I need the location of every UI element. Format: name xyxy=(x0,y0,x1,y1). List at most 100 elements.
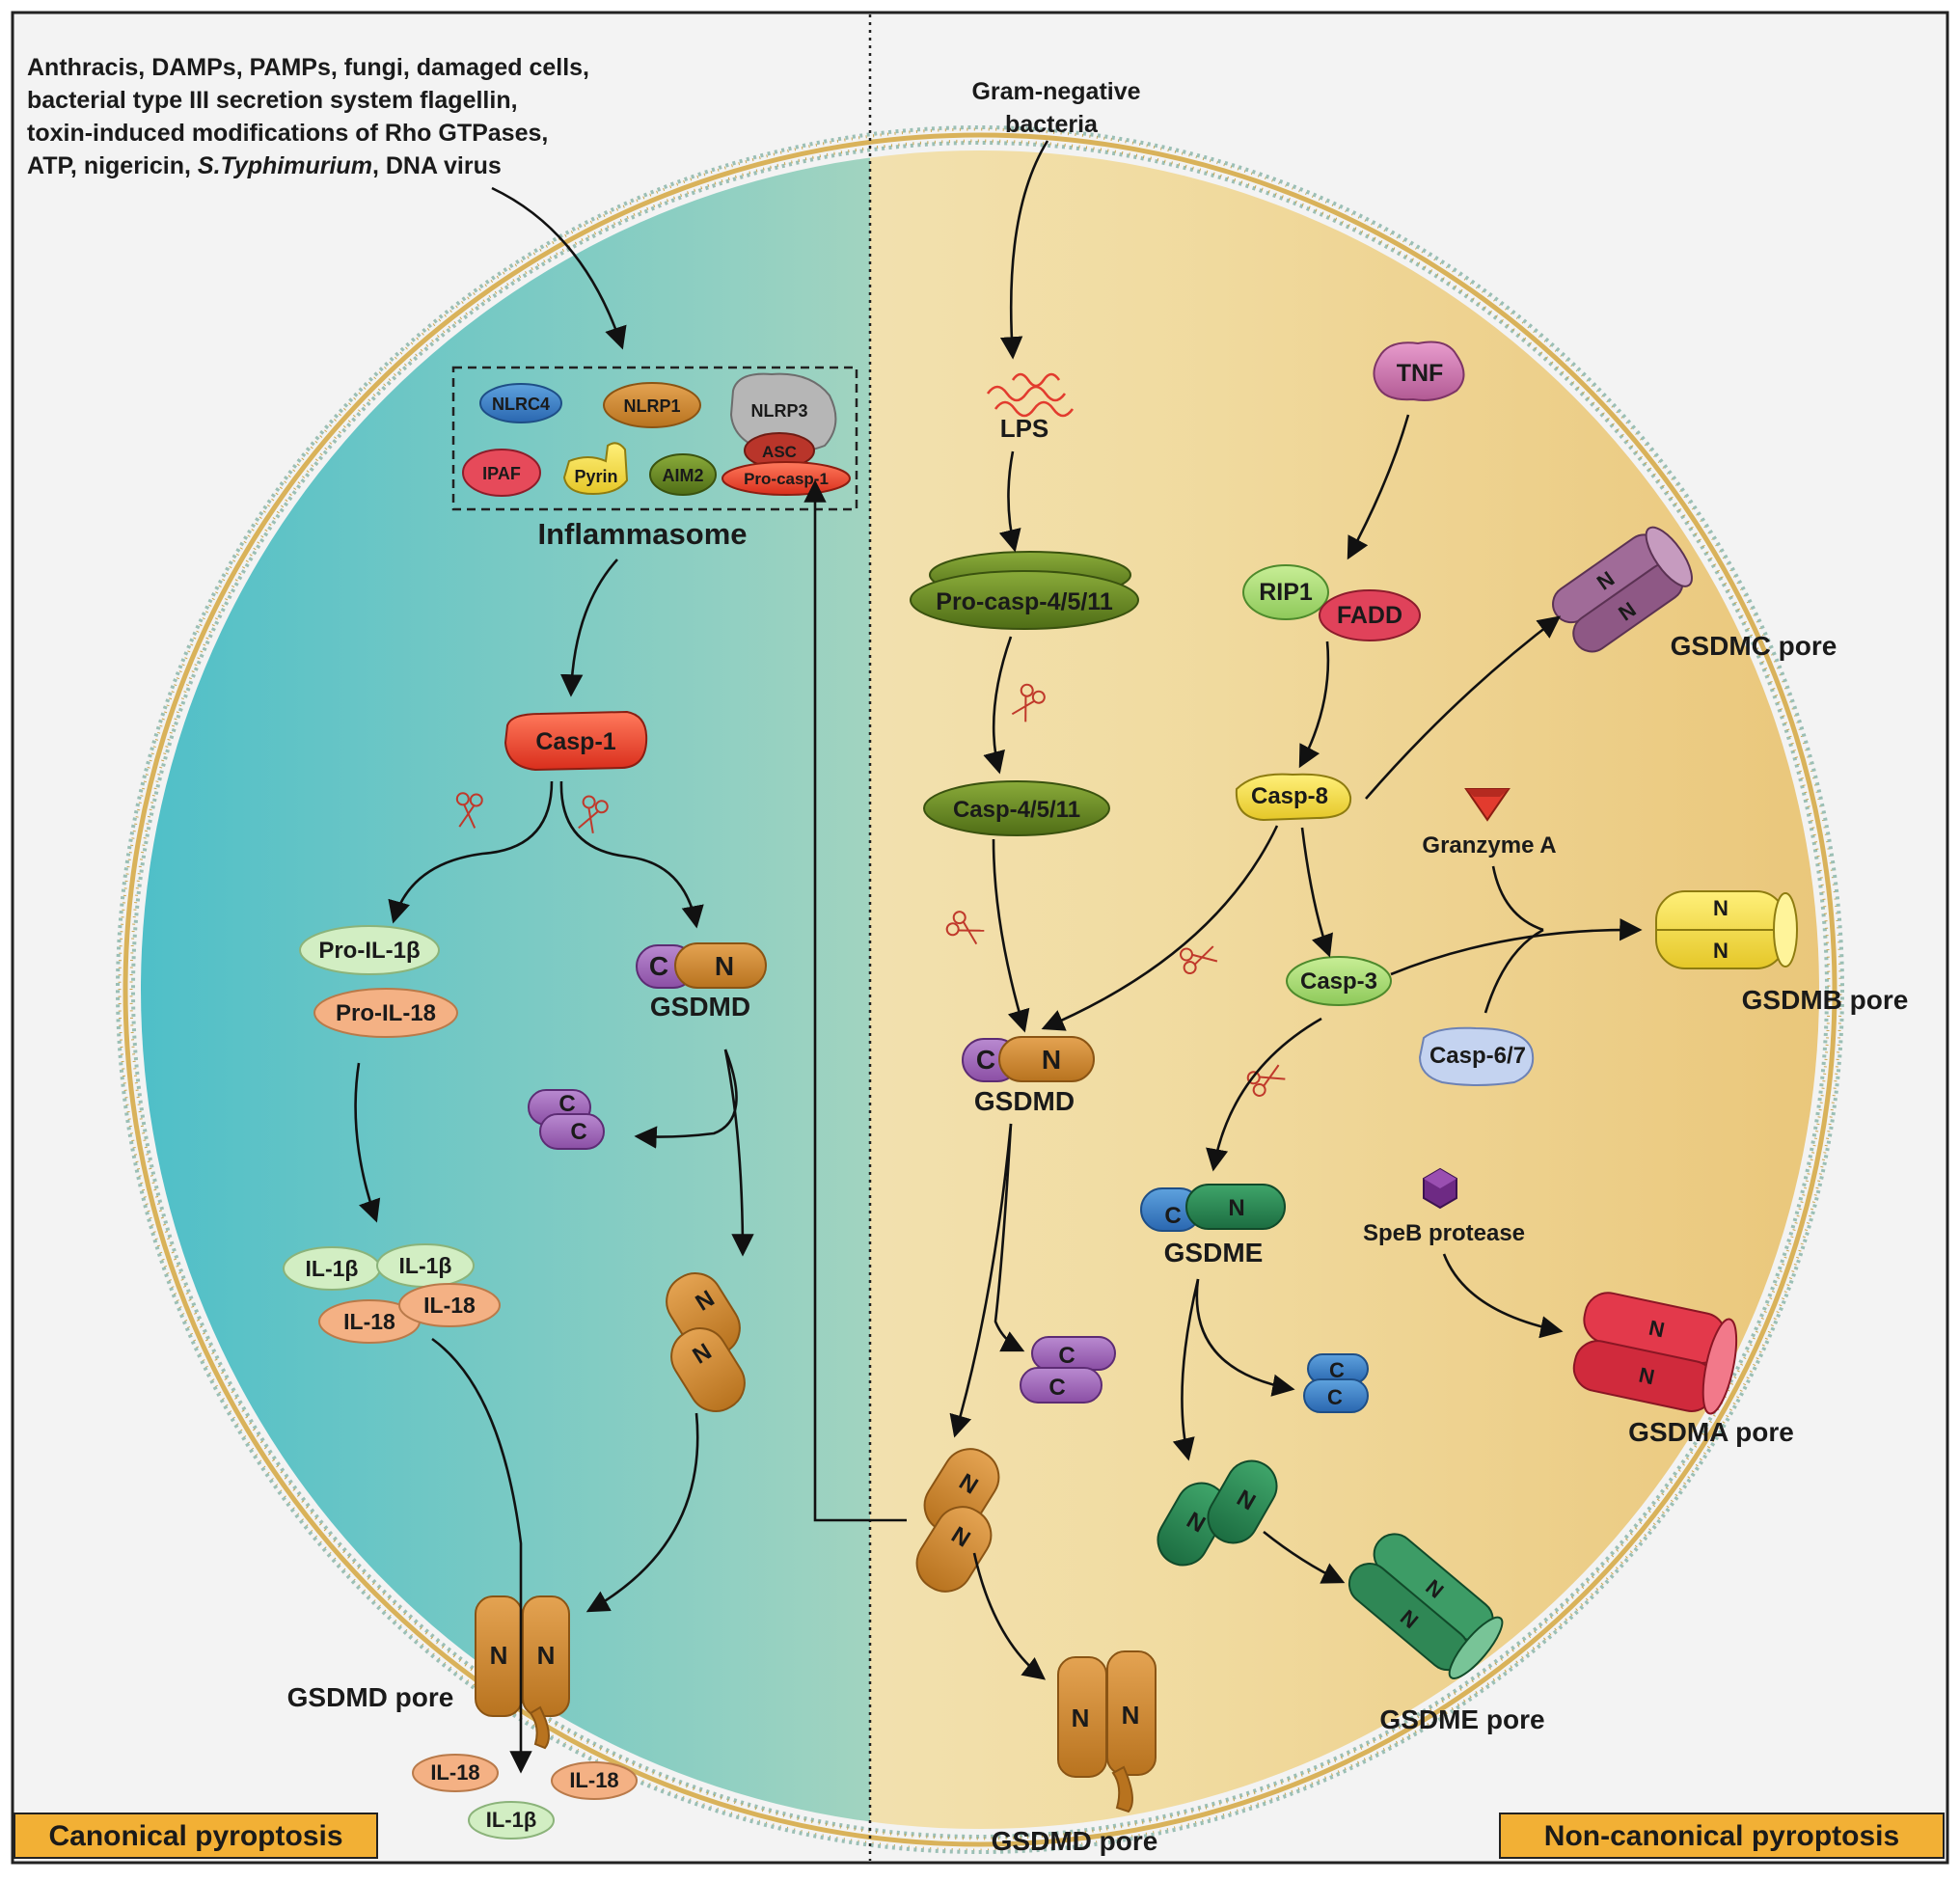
svg-text:Casp-6/7: Casp-6/7 xyxy=(1429,1043,1526,1069)
pyrin-protein xyxy=(562,442,629,496)
svg-text:N: N xyxy=(1713,939,1729,963)
svg-text:N: N xyxy=(537,1641,556,1670)
svg-text:N: N xyxy=(1713,896,1729,920)
svg-text:FADD: FADD xyxy=(1337,602,1402,629)
svg-text:N: N xyxy=(715,951,734,981)
il-mature-cluster: IL-1β IL-1β IL-18 IL-18 xyxy=(283,1243,501,1344)
svg-text:Canonical pyroptosis: Canonical pyroptosis xyxy=(48,1820,342,1852)
svg-text:TNF: TNF xyxy=(1397,360,1444,387)
footer-left-label: Canonical pyroptosis xyxy=(14,1813,378,1859)
inflammasome-box xyxy=(451,366,858,511)
svg-text:C: C xyxy=(976,1045,995,1075)
svg-text:bacteria: bacteria xyxy=(1005,111,1099,138)
gsdma-pore: N N xyxy=(1572,1292,1738,1415)
svg-text:N: N xyxy=(1637,1363,1657,1390)
casp3: Casp-3 xyxy=(1286,956,1392,1006)
gsdmb-pore-label: GSDMB pore xyxy=(1742,985,1909,1015)
casp8: Casp-8 xyxy=(1235,773,1352,822)
svg-text:IL-18: IL-18 xyxy=(423,1293,476,1318)
svg-text:C: C xyxy=(1058,1343,1075,1369)
inflammasome-complex: NLRC4 NLRP1 NLRP3 ASC IPAF Pyrin AIM2 Pr… xyxy=(462,372,851,497)
svg-text:C: C xyxy=(1327,1385,1343,1409)
casp-4-5-11: Casp-4/5/11 xyxy=(923,780,1110,836)
svg-text:N: N xyxy=(1042,1045,1061,1075)
svg-text:C: C xyxy=(649,951,668,981)
svg-text:C: C xyxy=(558,1091,575,1117)
svg-text:RIP1: RIP1 xyxy=(1259,579,1313,606)
svg-text:NLRP3: NLRP3 xyxy=(750,401,807,421)
gsdme-full: C N GSDME xyxy=(1140,1184,1286,1268)
casp67: Casp-6/7 xyxy=(1418,1026,1535,1086)
casp1: Casp-1 xyxy=(504,710,648,772)
svg-text:N: N xyxy=(1228,1195,1244,1221)
scissors-icon xyxy=(455,683,1286,1097)
svg-text:Casp-8: Casp-8 xyxy=(1251,783,1328,809)
svg-text:IL-18: IL-18 xyxy=(569,1768,618,1792)
svg-text:Anthracis, DAMPs, PAMPs, fungi: Anthracis, DAMPs, PAMPs, fungi, damaged … xyxy=(27,54,589,81)
gsdmd-pore-canonical: N N xyxy=(475,1595,570,1750)
gsdmb-pore: N N xyxy=(1655,890,1798,969)
svg-text:Pro-IL-1β: Pro-IL-1β xyxy=(318,938,420,964)
svg-text:IL-18: IL-18 xyxy=(343,1309,395,1334)
cell-membrane xyxy=(116,125,1844,1854)
svg-text:Pyrin: Pyrin xyxy=(574,467,617,486)
svg-text:ASC: ASC xyxy=(762,443,797,461)
svg-text:GSDMD: GSDMD xyxy=(650,992,750,1022)
speb-protease: SpeB protease xyxy=(1363,1167,1525,1246)
svg-text:SpeB protease: SpeB protease xyxy=(1363,1220,1525,1246)
gsdmc-pore-label: GSDMC pore xyxy=(1671,631,1838,661)
pro-il1b: Pro-IL-1β xyxy=(299,925,440,975)
svg-text:Casp-4/5/11: Casp-4/5/11 xyxy=(953,797,1080,823)
svg-text:IL-1β: IL-1β xyxy=(306,1256,359,1281)
svg-text:Pro-IL-18: Pro-IL-18 xyxy=(336,1000,436,1026)
tnf: TNF xyxy=(1373,341,1465,401)
gsdmd-full-canonical: C N GSDMD xyxy=(636,942,767,1022)
c-fragments-noncanonical: C C xyxy=(1020,1336,1116,1404)
svg-text:ATP, nigericin, S.Typhimurium,: ATP, nigericin, S.Typhimurium, DNA virus xyxy=(27,152,502,179)
released-cytokines: IL-18 IL-18 IL-1β xyxy=(412,1754,638,1840)
cell-interior-left xyxy=(141,157,870,1822)
svg-text:GSDME: GSDME xyxy=(1164,1238,1264,1268)
n-fragments-gsdme: N N xyxy=(1157,1459,1278,1567)
svg-text:IL-1β: IL-1β xyxy=(399,1253,452,1278)
svg-text:N: N xyxy=(1122,1701,1140,1730)
n-fragments-canonical: N N xyxy=(666,1272,746,1412)
svg-text:Casp-3: Casp-3 xyxy=(1300,968,1377,995)
svg-text:Pro-casp-4/5/11: Pro-casp-4/5/11 xyxy=(936,588,1113,615)
rip1-fadd: RIP1 FADD xyxy=(1242,564,1421,641)
c-fragments-canonical: C C xyxy=(528,1089,605,1150)
svg-text:NLRC4: NLRC4 xyxy=(492,395,550,414)
svg-text:NLRP1: NLRP1 xyxy=(623,396,680,416)
svg-text:N: N xyxy=(1647,1316,1667,1343)
granzyme-a: Granzyme A xyxy=(1422,788,1557,859)
lps-molecule: LPS xyxy=(986,372,1075,443)
footer-right-label: Non-canonical pyroptosis xyxy=(1499,1813,1945,1859)
svg-text:IPAF: IPAF xyxy=(482,464,521,483)
svg-text:C: C xyxy=(570,1119,586,1145)
trigger-list: Anthracis, DAMPs, PAMPs, fungi, damaged … xyxy=(27,54,589,179)
svg-text:Non-canonical pyroptosis: Non-canonical pyroptosis xyxy=(1544,1820,1899,1852)
svg-text:C: C xyxy=(1329,1358,1345,1382)
ipaf-protein xyxy=(462,449,541,497)
gsdmd-pore-noncanonical: N N xyxy=(1057,1650,1157,1813)
aim2-protein xyxy=(649,453,717,496)
pathway-arrows xyxy=(354,140,1643,1774)
n-fragments-noncanonical: N N xyxy=(915,1448,1000,1593)
svg-text:C: C xyxy=(1048,1375,1065,1401)
svg-text:GSDMD: GSDMD xyxy=(974,1086,1075,1116)
svg-text:bacterial type III secretion s: bacterial type III secretion system flag… xyxy=(27,87,518,114)
svg-text:Casp-1: Casp-1 xyxy=(535,728,615,755)
svg-text:IL-1β: IL-1β xyxy=(486,1808,537,1832)
c-fragments-gsdme: C C xyxy=(1303,1353,1369,1413)
svg-text:N: N xyxy=(1072,1704,1090,1732)
gsdma-pore-label: GSDMA pore xyxy=(1628,1417,1794,1447)
pro-casp-4-5-11: Pro-casp-4/5/11 xyxy=(910,551,1139,630)
svg-text:toxin-induced modifications of: toxin-induced modifications of Rho GTPas… xyxy=(27,120,548,147)
gsdmd-pore-label-noncanonical: GSDMD pore xyxy=(992,1826,1158,1856)
gram-negative-label: Gram-negative bacteria xyxy=(971,78,1140,138)
nlrp1-protein xyxy=(603,382,701,428)
nlrc4-protein xyxy=(479,383,562,423)
gsdmd-pore-label-canonical: GSDMD pore xyxy=(287,1682,454,1712)
